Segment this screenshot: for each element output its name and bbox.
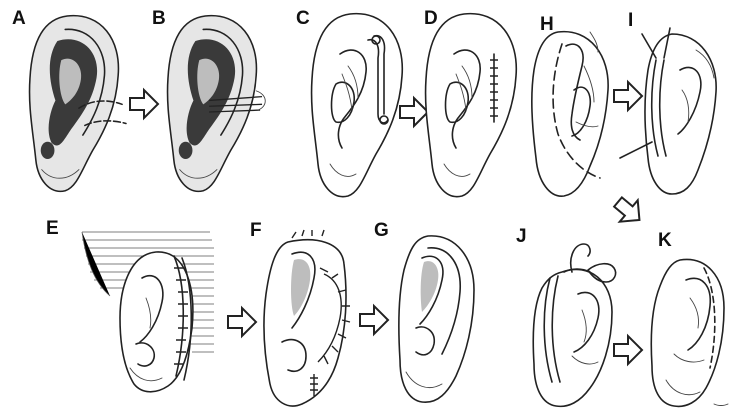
arrow-h-to-k-icon [609,191,648,230]
panel-k: K [651,230,728,406]
ear-illustration-b [168,16,266,192]
arrow-h-to-i-icon [614,82,642,110]
panel-j: J [516,226,616,406]
arrow-e-to-f-icon [228,308,256,336]
panel-label-b: B [152,8,166,29]
ear-illustration-e [120,252,193,392]
ear-illustration-k [651,259,728,406]
panel-label-a: A [12,8,26,29]
panel-b: B [152,8,265,191]
panel-label-i: I [628,10,633,31]
ear-illustration-i [620,28,716,194]
panel-label-j: J [516,226,527,247]
ear-illustration-a [30,16,126,192]
panel-e: E [46,218,214,392]
arrow-j-to-k-icon [614,336,642,364]
arrow-c-to-d-icon [400,98,428,126]
ear-illustration-g [399,236,474,402]
ear-illustration-c [312,14,403,197]
arrow-f-to-g-icon [360,306,388,334]
panel-f: F [250,220,350,406]
panel-label-e: E [46,218,59,239]
panel-label-d: D [424,8,438,29]
ear-illustration-f [264,230,350,406]
panel-label-g: G [374,220,389,241]
panel-h: H [532,14,608,196]
panel-label-f: F [250,220,262,241]
panel-d: D [424,8,516,197]
arrow-a-to-b-icon [130,90,158,118]
panel-label-k: K [658,230,672,251]
panel-label-h: H [540,14,554,35]
panel-label-c: C [296,8,310,29]
panel-a: A [12,8,126,191]
ear-illustration-j [533,244,615,406]
ear-illustration-h [532,32,608,197]
panel-g: G [374,220,474,402]
ear-illustration-d [426,14,517,197]
panel-c: C [296,8,402,197]
